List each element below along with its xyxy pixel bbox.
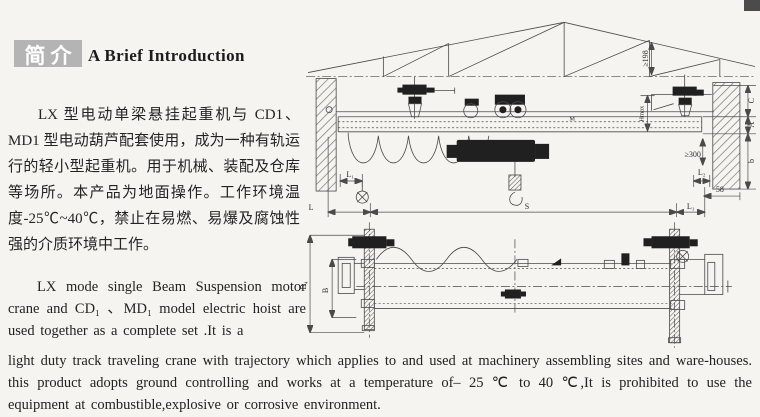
runway-beam — [325, 106, 714, 133]
festoon-cable — [347, 132, 490, 164]
right-suspension-hanger — [651, 74, 712, 117]
plan-width-dimensions: B₄ B — [299, 235, 365, 332]
english-intro-paragraph: LX mode single Beam Suspension motor cra… — [8, 279, 306, 339]
elevation-view: ≥198 — [306, 21, 756, 218]
truss-height-label: ≥198 — [641, 50, 650, 66]
right-wall — [712, 82, 741, 190]
mark-m-label: M — [569, 116, 575, 123]
left-suspension-hanger — [397, 76, 456, 119]
plan-outer-width-label: B₄ — [299, 281, 308, 289]
chinese-intro-paragraph: LX 型电动单梁悬挂起重机与 CD1、MD1 型电动葫芦配套使用，成为一种有轨运… — [8, 107, 300, 253]
page-title: A Brief Introduction — [88, 46, 245, 65]
wall-clearance-dimension: ≥300 — [684, 139, 702, 165]
plan-festoon-cable — [376, 246, 645, 272]
wall-width-dimension: 58 — [704, 185, 741, 201]
lift-height-label: Hmax — [638, 105, 645, 122]
dim-c-label: C — [747, 98, 756, 103]
wall-clearance-label: ≥300 — [684, 150, 700, 159]
section-badge: 简介 — [14, 40, 82, 68]
dim-a-label: A — [747, 122, 756, 128]
total-length-label: L — [309, 203, 314, 212]
lift-height-dimension: Hmax — [638, 96, 655, 131]
right-overhang-label: L₂ — [698, 168, 706, 177]
right-overhang-dimension: L₂ — [694, 168, 710, 188]
plan-view: B₄ B — [299, 222, 732, 348]
wall-width-label: 58 — [716, 185, 724, 194]
english-continued-paragraph: light duty track traveling crane with tr… — [8, 353, 752, 413]
hoist-hook — [508, 161, 523, 206]
left-overhang-dimension: L₁ — [340, 170, 362, 188]
left-wall — [315, 78, 337, 192]
plan-inner-width-label: B — [321, 288, 330, 293]
plan-left-end-carriage — [337, 222, 395, 338]
span-dimension: L S L₁ M — [309, 116, 705, 218]
plan-hoist-center — [500, 239, 526, 314]
pendant-controller — [355, 181, 369, 204]
crane-technical-drawing: ≥198 — [298, 6, 760, 348]
electric-hoist — [446, 94, 550, 206]
right-approach-label: L₁ — [687, 202, 695, 211]
left-overhang-label: L₁ — [346, 170, 354, 179]
plan-right-end-carriage — [643, 222, 729, 348]
scan-corner-mark — [744, 0, 760, 11]
right-dimension-chain: C A b — [702, 86, 756, 189]
truss-height-dimension: ≥198 — [641, 42, 652, 74]
dim-b-label: b — [747, 159, 756, 163]
span-label: S — [525, 202, 529, 211]
roof-truss — [306, 21, 756, 77]
